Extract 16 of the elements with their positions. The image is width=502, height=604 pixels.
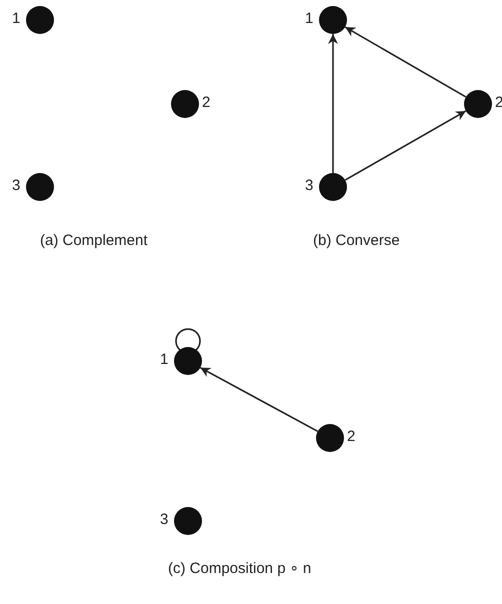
- arrow: [344, 110, 466, 181]
- panel-caption: (b) Converse: [313, 232, 400, 250]
- node-number: 1: [160, 351, 168, 369]
- node-number: 3: [12, 177, 20, 195]
- node-number: 2: [202, 94, 210, 112]
- node-number: 1: [305, 10, 314, 28]
- node-number: 1: [12, 10, 20, 28]
- node-number: 3: [160, 511, 168, 529]
- panel-caption: (a) Complement: [40, 232, 148, 250]
- arrow: [328, 34, 338, 173]
- arrow: [344, 26, 466, 98]
- panel-caption: (c) Composition p ∘ n: [168, 560, 312, 578]
- loop-line: [175, 328, 201, 351]
- node-number: 2: [347, 428, 356, 446]
- arrow: [200, 366, 318, 432]
- node-number: 3: [305, 177, 314, 195]
